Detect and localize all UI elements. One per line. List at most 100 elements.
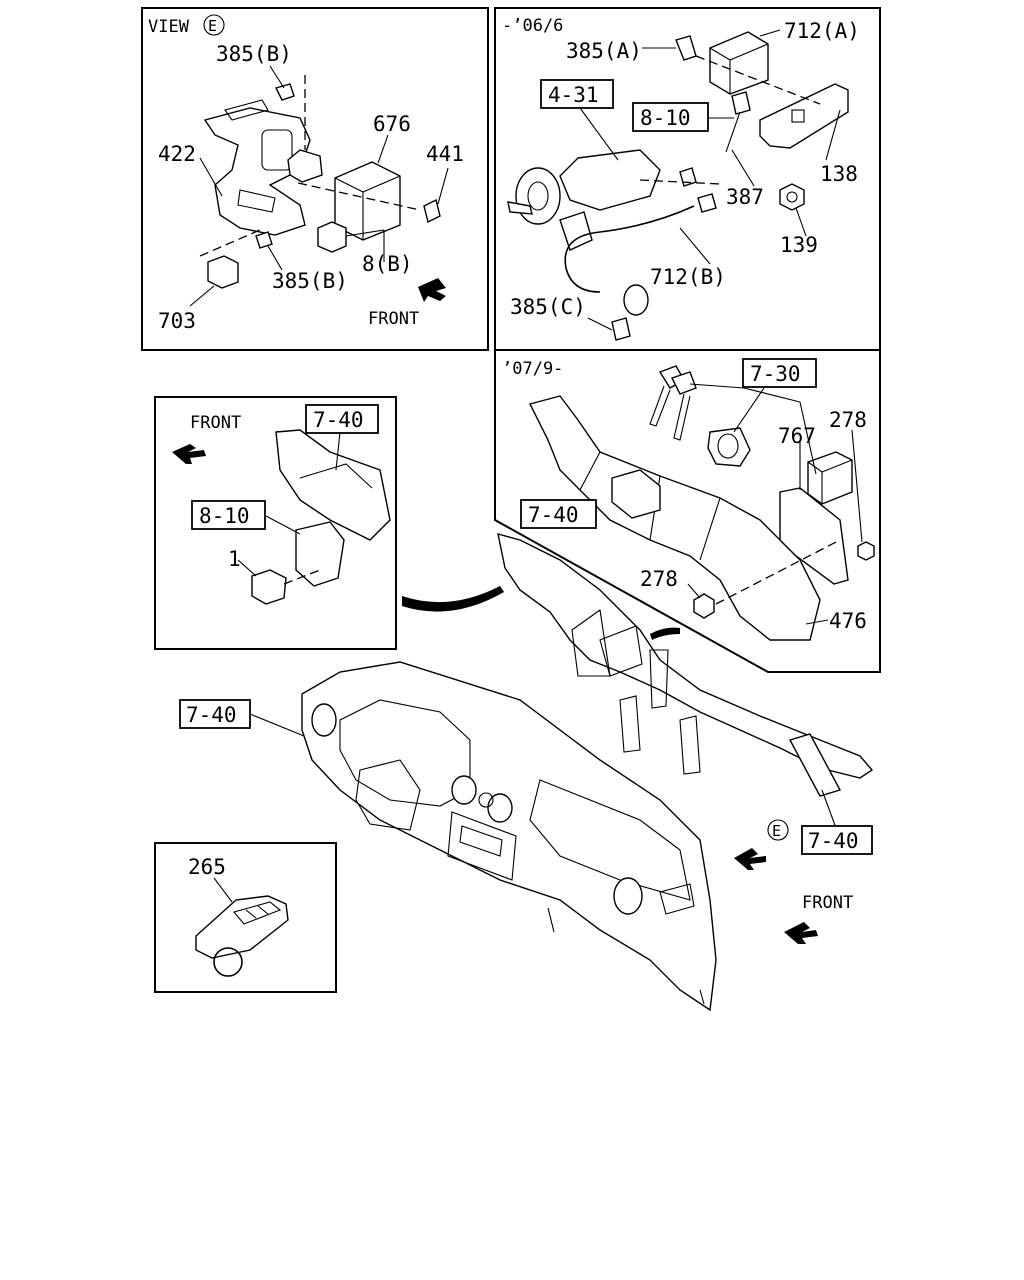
view-e-letter: E [208,17,217,35]
antenna-coil-drawing [623,284,649,316]
instrument-panel-drawing [301,661,717,1012]
relay-detail-panel: FRONT 7-40 8-10 1 [154,396,397,650]
view-e-title: VIEW [148,17,190,37]
dashboard-assembly: E 7-40 7-40 FRONT [179,533,874,1012]
center-stack-drawing [447,811,517,881]
leader-385b-top [269,65,285,89]
nut-278-bottom-drawing [693,593,715,619]
steering-column-drawing [559,149,661,211]
vent-left-drawing [311,703,337,737]
crossbeam-main-drawing [497,533,874,779]
ref-8-10-relay[interactable]: 8-10 [199,504,250,528]
ref-8-10-box-early [632,102,709,132]
ref-7-40-late[interactable]: 7-40 [528,503,579,527]
ref-8-10-early[interactable]: 8-10 [640,106,691,130]
label-385b-bottom: 385(B) [272,269,348,293]
label-1: 1 [228,547,241,571]
label-front-view-e: FRONT [368,309,419,329]
nut-278-top-drawing [857,541,875,561]
ref-7-40-box-right [801,825,873,855]
early-date-range: -’06/6 [502,16,563,36]
label-712b: 712(B) [650,265,726,289]
view-e-marker-letter: E [772,822,781,840]
leader-422 [199,157,223,197]
relay-8b-drawing [317,221,347,253]
connector-8-10-drawing [731,91,751,115]
view-e-marker-circle [767,819,789,841]
lock-cylinder-drawing [707,427,751,467]
late-date-range: ’07/9- [502,359,563,379]
ref-7-30-box [742,358,817,388]
view-e-panel: VIEW E 385(B) 676 [141,7,489,351]
ref-7-40-box-left [179,699,251,729]
leader-7-40-right [821,789,837,829]
ref-4-31[interactable]: 4-31 [548,83,599,107]
bracket-476-drawing [779,487,849,585]
label-676: 676 [373,112,411,136]
passenger-panel-drawing [529,779,691,901]
relay-detail-frame [154,396,397,650]
label-265: 265 [188,855,226,879]
module-676-edges [334,175,401,240]
label-441: 441 [426,142,464,166]
ref-7-40-box-relay [305,404,379,434]
label-front-relay: FRONT [190,413,241,433]
label-387: 387 [726,185,764,209]
label-385a: 385(A) [566,39,642,63]
label-8b: 8(B) [362,252,413,276]
view-e-frame [141,7,489,351]
vent-center-left-drawing [451,775,477,805]
vent-right-drawing [613,877,643,915]
nut-139-drawing [779,183,805,211]
label-385b-top: 385(B) [216,42,292,66]
relay-holder-drawing [295,521,345,587]
label-138: 138 [820,162,858,186]
leader-703 [189,285,215,307]
bracket-hole [261,129,293,171]
bracket-422-drawing [203,107,311,236]
label-703: 703 [158,309,196,333]
screw-385c-drawing [611,317,631,341]
crossbeam-late-drawing [528,395,821,641]
label-278-bottom: 278 [640,567,678,591]
bracket-tab [224,99,269,121]
view-e-circle [203,14,225,36]
front-arrow-relay-icon [172,444,206,464]
vent-center-right-drawing [487,793,513,823]
relay-1-drawing [251,569,287,605]
ref-7-40-box-late [520,499,597,529]
leader-676 [377,134,389,164]
pedal-bracket-drawing [788,733,842,797]
cable-712b-drawing [564,205,695,293]
label-139: 139 [780,233,818,257]
ref-4-31-box [540,79,614,109]
ref-7-40-right[interactable]: 7-40 [808,829,859,853]
relay-703-drawing [207,255,239,289]
pointer-arrow-late [650,627,680,640]
label-278-top: 278 [829,408,867,432]
connector-387-drawing [679,167,697,187]
ignition-cylinder-drawing [515,167,561,225]
label-422: 422 [158,142,196,166]
key-head-2-drawing [671,371,697,395]
key-detail-frame [154,842,337,993]
key-detail-panel: 265 [154,842,337,993]
steering-opening-drawing [355,759,421,831]
ref-7-30[interactable]: 7-30 [750,362,801,386]
leader-441 [437,167,449,205]
leader-7-40-left [249,713,305,737]
label-front-main: FRONT [802,893,853,913]
front-arrow-main-icon [784,922,818,944]
view-e-arrow-icon [734,848,766,870]
label-712a: 712(A) [784,19,860,43]
screw-441-drawing [423,198,441,224]
screw-385a-drawing [675,35,697,61]
ref-7-40-relay[interactable]: 7-40 [313,408,364,432]
front-arrow-icon [418,278,446,302]
pointer-arrow-relay [402,586,504,612]
relay-mount-structure-drawing [275,429,391,541]
connector-drawing [287,149,323,183]
bracket-slot [237,189,276,213]
ref-7-40-left[interactable]: 7-40 [186,703,237,727]
